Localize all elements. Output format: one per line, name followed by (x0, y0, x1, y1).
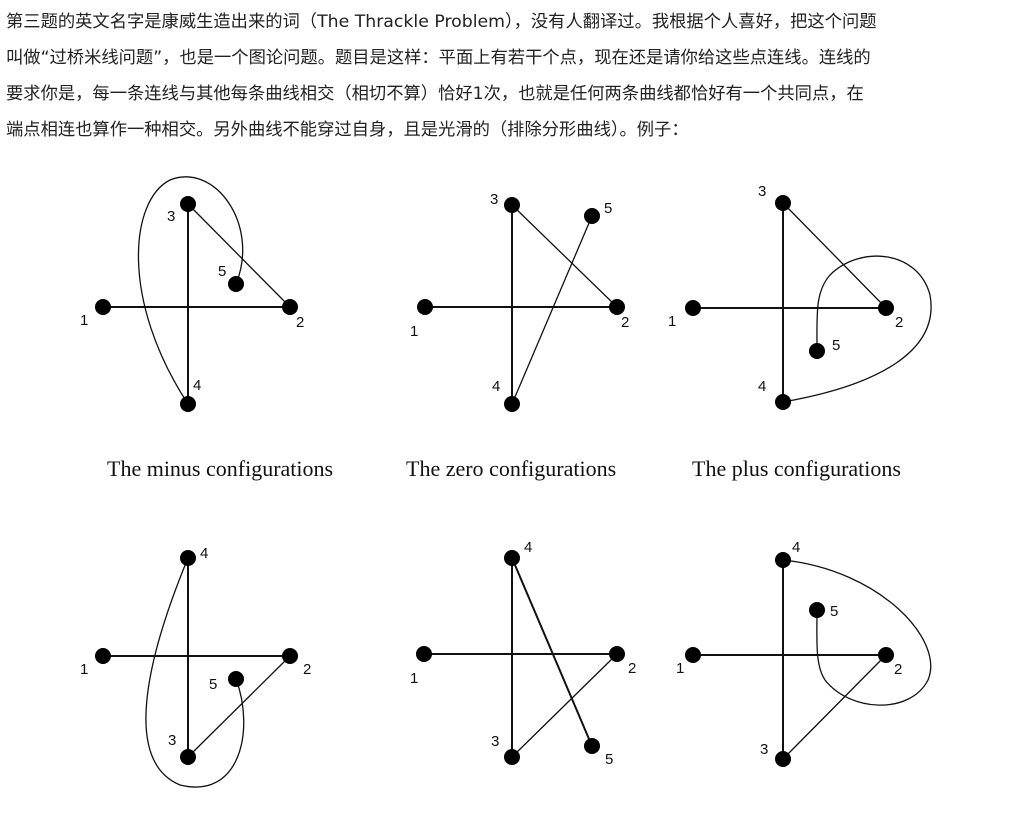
caption-minus: The minus configurations (107, 456, 333, 481)
edge-4-5 (511, 215, 593, 405)
node-label-3: 3 (760, 741, 768, 758)
node-label-4: 4 (758, 378, 766, 395)
edge-3-2 (782, 654, 887, 760)
node-3 (504, 749, 520, 765)
node-4 (775, 552, 791, 568)
node-3 (180, 749, 196, 765)
node-4 (180, 396, 196, 412)
node-5 (584, 738, 600, 754)
node-label-1: 1 (410, 670, 418, 687)
intro-paragraph: 第三题的英文名字是康威生造出来的词（The Thrackle Problem），… (6, 4, 1011, 148)
edge-4-5 (511, 557, 593, 747)
caption-zero: The zero configurations (406, 456, 616, 481)
node-1 (685, 300, 701, 316)
node-5 (584, 208, 600, 224)
node-label-5: 5 (218, 263, 226, 280)
node-2 (878, 647, 894, 663)
node-label-1: 1 (676, 660, 684, 677)
node-3 (504, 197, 520, 213)
node-label-4: 4 (524, 539, 532, 556)
node-label-2: 2 (894, 661, 902, 678)
node-1 (95, 648, 111, 664)
diagram-zero-top-labels: 1 2 3 4 5 (410, 191, 629, 395)
node-2 (878, 300, 894, 316)
node-label-1: 1 (80, 661, 88, 678)
edge-3-2 (187, 203, 291, 308)
node-2 (282, 648, 298, 664)
edge-4-5-curve (782, 255, 932, 403)
node-label-3: 3 (167, 208, 175, 225)
edge-3-2 (511, 653, 618, 758)
node-2 (609, 299, 625, 315)
node-label-4: 4 (792, 539, 800, 556)
node-label-3: 3 (758, 183, 766, 200)
intro-line-2: 叫做“过桥米线问题”，也是一个图论问题。题目是这样：平面上有若干个点，现在还是请… (6, 48, 871, 68)
edge-4-5-curve (145, 557, 245, 788)
node-label-1: 1 (668, 313, 676, 330)
diagram-minus-bottom (95, 550, 298, 788)
node-label-5: 5 (604, 200, 612, 217)
edge-3-2 (511, 204, 618, 308)
node-label-2: 2 (303, 661, 311, 678)
node-label-3: 3 (168, 732, 176, 749)
node-5 (228, 276, 244, 292)
node-label-3: 3 (490, 191, 498, 208)
diagram-plus-top (685, 195, 932, 410)
edge-4-5-curve (137, 176, 244, 405)
edge-3-2 (782, 202, 887, 309)
node-label-5: 5 (830, 603, 838, 620)
node-4 (504, 396, 520, 412)
node-1 (417, 299, 433, 315)
intro-line-1: 第三题的英文名字是康威生造出来的词（The Thrackle Problem），… (6, 12, 877, 32)
node-1 (685, 647, 701, 663)
diagram-zero-bottom (416, 550, 625, 765)
intro-line-4: 端点相连也算作一种相交。另外曲线不能穿过自身，且是光滑的（排除分形曲线）。例子： (6, 120, 689, 140)
node-4 (180, 550, 196, 566)
node-4 (504, 550, 520, 566)
node-label-1: 1 (80, 312, 88, 329)
node-label-3: 3 (491, 733, 499, 750)
node-1 (95, 299, 111, 315)
diagram-minus-top-labels: 1 2 3 4 5 (80, 208, 304, 394)
diagram-plus-top-labels: 1 2 3 4 5 (668, 183, 903, 395)
diagram-minus-bottom-labels: 1 2 3 4 5 (80, 545, 311, 749)
node-label-5: 5 (832, 337, 840, 354)
node-3 (180, 196, 196, 212)
node-label-2: 2 (296, 314, 304, 331)
caption-plus: The plus configurations (692, 456, 901, 481)
node-label-2: 2 (621, 314, 629, 331)
edge-3-2 (187, 655, 291, 758)
diagram-plus-bottom-labels: 1 2 3 4 5 (676, 539, 902, 758)
node-label-4: 4 (193, 377, 201, 394)
node-label-4: 4 (200, 545, 208, 562)
diagram-minus-top (95, 176, 298, 412)
node-1 (416, 646, 432, 662)
intro-line-3: 要求你是，每一条连线与其他每条曲线相交（相切不算）恰好1次，也就是任何两条曲线都… (6, 84, 864, 104)
node-label-1: 1 (410, 323, 418, 340)
node-label-2: 2 (895, 314, 903, 331)
node-4 (775, 394, 791, 410)
node-label-5: 5 (605, 751, 613, 768)
node-3 (775, 751, 791, 767)
node-2 (609, 646, 625, 662)
diagram-plus-bottom (685, 552, 932, 767)
diagram-zero-bottom-labels: 1 2 3 4 5 (410, 539, 636, 768)
node-5 (809, 343, 825, 359)
edge-4-5-curve (782, 559, 932, 706)
node-label-2: 2 (628, 660, 636, 677)
node-5 (809, 602, 825, 618)
node-5 (228, 671, 244, 687)
node-3 (775, 195, 791, 211)
node-label-4: 4 (492, 378, 500, 395)
diagram-zero-top (417, 197, 625, 412)
node-label-5: 5 (209, 676, 217, 693)
node-2 (282, 299, 298, 315)
